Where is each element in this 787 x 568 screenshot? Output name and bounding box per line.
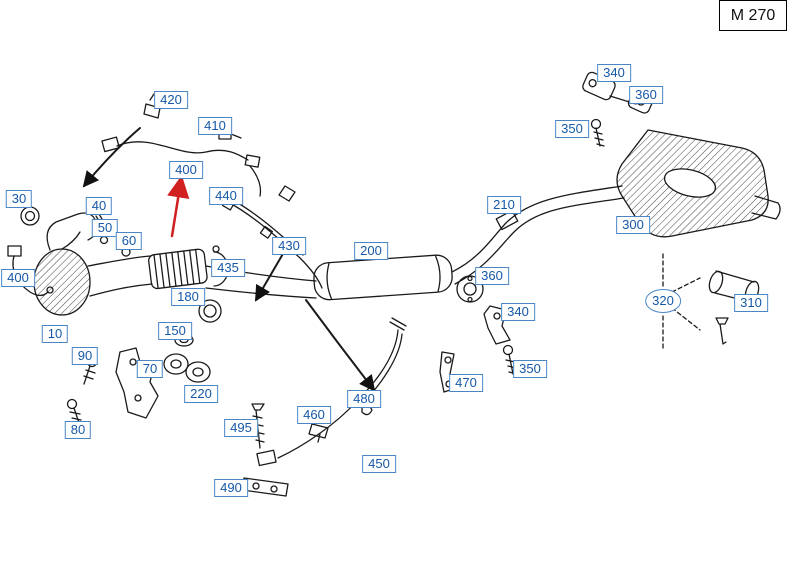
part-callout-410[interactable]: 410 [198, 117, 232, 135]
part-callout-470[interactable]: 470 [449, 374, 483, 392]
part-callout-150[interactable]: 150 [158, 322, 192, 340]
engine-code-label: M 270 [730, 6, 776, 24]
part-callout-80[interactable]: 80 [64, 421, 92, 439]
part-callout-360[interactable]: 360 [475, 267, 509, 285]
part-callout-180[interactable]: 180 [171, 288, 205, 306]
mid-flange-bracket-art [456, 275, 518, 375]
part-callout-10[interactable]: 10 [41, 325, 69, 343]
part-callout-210[interactable]: 210 [487, 196, 521, 214]
rear-muffler-art [616, 129, 781, 238]
engine-code-badge: M 270 [719, 0, 787, 31]
part-callout-310[interactable]: 310 [734, 294, 768, 312]
left-oxygen-sensor-art [7, 245, 54, 297]
part-callout-480[interactable]: 480 [347, 390, 381, 408]
pointer-arrows [82, 127, 376, 392]
part-callout-30[interactable]: 30 [5, 190, 33, 208]
part-callout-400[interactable]: 400 [1, 269, 35, 287]
part-callout-340[interactable]: 340 [597, 64, 631, 82]
top-oxygen-sensor-art [101, 93, 262, 197]
front-bracket-art [66, 347, 159, 427]
part-callout-50[interactable]: 50 [91, 219, 119, 237]
intermediate-pipe-art [451, 185, 625, 285]
part-callout-440[interactable]: 440 [209, 187, 243, 205]
part-callout-90[interactable]: 90 [71, 347, 99, 365]
part-callout-495[interactable]: 495 [224, 419, 258, 437]
part-callout-340[interactable]: 340 [501, 303, 535, 321]
red-highlight-arrow [167, 175, 190, 238]
part-callout-350[interactable]: 350 [555, 120, 589, 138]
part-callout-400[interactable]: 400 [169, 161, 203, 179]
part-callout-350[interactable]: 350 [513, 360, 547, 378]
part-callout-300[interactable]: 300 [616, 216, 650, 234]
part-callout-450[interactable]: 450 [362, 455, 396, 473]
part-callout-430[interactable]: 430 [272, 237, 306, 255]
part-callout-200[interactable]: 200 [354, 242, 388, 260]
part-callout-420[interactable]: 420 [154, 91, 188, 109]
part-callout-460[interactable]: 460 [297, 406, 331, 424]
part-callout-360[interactable]: 360 [629, 86, 663, 104]
flange-gasket-art [163, 333, 211, 383]
part-callout-320[interactable]: 320 [645, 289, 681, 313]
part-callout-40[interactable]: 40 [85, 197, 113, 215]
part-callout-70[interactable]: 70 [136, 360, 164, 378]
part-callout-435[interactable]: 435 [211, 259, 245, 277]
part-callout-490[interactable]: 490 [214, 479, 248, 497]
part-callout-220[interactable]: 220 [184, 385, 218, 403]
part-callout-60[interactable]: 60 [115, 232, 143, 250]
